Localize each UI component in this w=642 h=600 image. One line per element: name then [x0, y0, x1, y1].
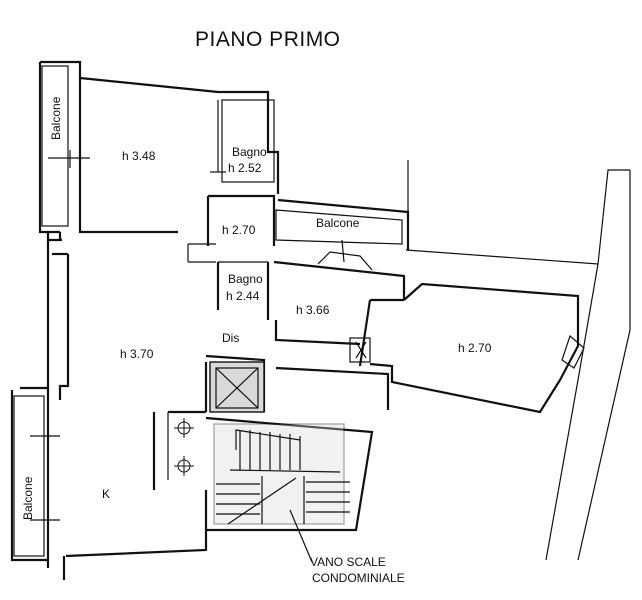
bathroom-1-height: h 2.52 — [228, 161, 262, 175]
balcony-bottom-left-label: Balcone — [21, 476, 35, 520]
dis-label: Dis — [222, 331, 239, 345]
bathroom-2-height: h 2.44 — [226, 289, 260, 303]
lift-shaft — [204, 354, 266, 413]
room-h270-small-label: h 2.70 — [222, 223, 256, 237]
adjacent-building-outline — [405, 160, 631, 561]
stairwell-label-line1: VANO SCALE — [310, 555, 386, 569]
room-h270-right-label: h 2.70 — [458, 341, 492, 355]
room-h270-right: h 2.70 — [349, 282, 585, 414]
outer-walls — [10, 60, 280, 580]
balcony-top-left-label: Balcone — [49, 96, 63, 140]
bathroom-2-label: Bagno — [228, 272, 263, 286]
stairwell-label-line2: CONDOMINIALE — [312, 571, 405, 585]
bathroom-1: Bagno h 2.52 — [221, 99, 275, 183]
room-h370: h 3.70 K — [102, 347, 154, 501]
plan-title: PIANO PRIMO — [195, 28, 341, 51]
balcony-middle: Balcone — [275, 198, 410, 271]
room-h270-small: h 2.70 — [187, 194, 276, 263]
room-h366-label: h 3.66 — [296, 303, 330, 317]
room-h366: h 3.66 Dis — [222, 260, 406, 346]
bathroom-2: Bagno h 2.44 — [216, 261, 270, 320]
bathroom-1-label: Bagno — [232, 145, 267, 159]
stairwell: VANO SCALE CONDOMINIALE — [205, 366, 405, 585]
room-h348-label: h 3.48 — [122, 149, 156, 163]
balcony-top-left: Balcone — [41, 65, 90, 227]
room-h348: h 3.48 — [122, 100, 226, 173]
kitchen-label: K — [102, 487, 110, 501]
door-symbols — [167, 412, 194, 480]
balcony-bottom-left: Balcone — [13, 395, 60, 557]
room-h370-label: h 3.70 — [120, 347, 154, 361]
balcony-middle-label: Balcone — [316, 216, 360, 230]
